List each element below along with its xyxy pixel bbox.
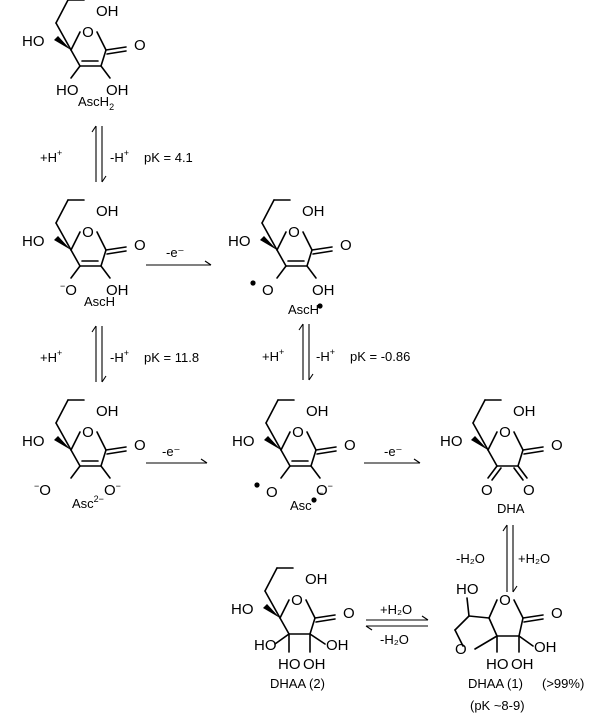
radical-dot	[250, 280, 256, 286]
c3-oxygen: O	[266, 484, 278, 501]
ring-oxygen: O	[288, 224, 300, 241]
add-proton-label-1: +H+	[40, 148, 62, 165]
electron-loss-label-1: -e⁻	[166, 245, 184, 260]
side-chain-ho: HO	[22, 433, 45, 450]
asc-dianion-structure: O O OH HO −O O− Asc2−	[22, 399, 146, 511]
ring-oxygen: O	[82, 224, 94, 241]
carbonyl-oxygen: O	[343, 605, 355, 622]
ring-oxygen: O	[82, 24, 94, 41]
carbonyl-oxygen: O	[340, 237, 352, 254]
ring-oxygen: O	[292, 424, 304, 441]
c3-ho: HO	[56, 82, 79, 99]
side-chain-oh: OH	[96, 3, 119, 20]
pk-value-2: pK = 11.8	[144, 350, 199, 365]
side-chain-oh: OH	[513, 403, 536, 420]
c3-ho-bottom: HO	[278, 656, 301, 673]
side-chain-ho: HO	[22, 233, 45, 250]
side-chain-ho: HO	[228, 233, 251, 250]
dhaa1-label: DHAA (1)	[468, 676, 523, 691]
asch-radical-structure: O O OH HO O OH AscH	[228, 199, 352, 317]
side-chain-oh: OH	[306, 403, 329, 420]
ring-oxygen: O	[499, 424, 511, 441]
side-chain-ho: HO	[22, 33, 45, 50]
ring-oxygen: O	[82, 424, 94, 441]
radical-charge: −	[318, 488, 323, 498]
oxidation-arrow-2: -e⁻	[146, 444, 208, 464]
furanose-ho: HO	[456, 581, 479, 598]
asc-dianion-label: Asc2−	[72, 494, 104, 511]
asc-radical-label: Asc	[290, 498, 312, 513]
c2-oh: OH	[106, 282, 129, 299]
hydration-equilibrium-horizontal: +H₂O -H₂O	[365, 602, 429, 647]
carbonyl-oxygen: O	[551, 605, 563, 622]
c3-oxide: −O	[60, 281, 77, 299]
side-chain-oh: OH	[305, 571, 328, 588]
side-chain-oh: OH	[302, 203, 325, 220]
dhaa1-structure: O O HO O HO OH OH DHAA (1) (>99%) (pK ~8…	[454, 581, 584, 713]
dhaa1-pk-note: (pK ~8-9)	[470, 698, 525, 713]
c3-ho-left: HO	[254, 637, 277, 654]
c2-oh: OH	[312, 282, 335, 299]
carbonyl-oxygen: O	[134, 437, 146, 454]
asc-radical-structure: O O OH HO O O− Asc −	[232, 399, 356, 513]
bridgehead-ho: HO	[486, 656, 509, 673]
asch-anion-structure: O O OH HO −O OH AscH	[22, 199, 146, 309]
electron-loss-label-3: -e⁻	[384, 444, 402, 459]
carbonyl-oxygen: O	[134, 37, 146, 54]
oxidation-arrow-3: -e⁻	[364, 444, 421, 464]
c3-carbonyl-oxygen: O	[481, 482, 493, 499]
asch2-structure: O O OH HO HO OH AscH2	[22, 0, 146, 112]
hydration-equilibrium-vertical: -H₂O +H₂O	[456, 524, 550, 593]
carbonyl-oxygen: O	[551, 437, 563, 454]
radical-dot	[317, 303, 323, 309]
dhaa1-abundance: (>99%)	[542, 676, 584, 691]
side-chain-ho: HO	[231, 601, 254, 618]
c2-oh-bottom: OH	[511, 656, 534, 673]
c3-oxide: −O	[34, 481, 51, 499]
c3-oxygen: O	[262, 282, 274, 299]
c2-oxide: O−	[316, 481, 333, 499]
oxidation-arrow-1: -e⁻	[146, 245, 212, 266]
c2-carbonyl-oxygen: O	[523, 482, 535, 499]
furanose-oxygen: O	[455, 641, 467, 658]
dha-structure: O O OH HO O O DHA	[440, 399, 563, 516]
dha-label: DHA	[497, 501, 525, 516]
c2-oh-bottom: OH	[303, 656, 326, 673]
add-proton-label-3: +H+	[262, 347, 284, 364]
asch2-label: AscH2	[78, 94, 114, 112]
side-chain-oh: OH	[96, 203, 119, 220]
carbonyl-oxygen: O	[134, 237, 146, 254]
pk-value-3: pK = -0.86	[350, 349, 410, 364]
c2-oh: OH	[106, 82, 129, 99]
electron-loss-label-2: -e⁻	[162, 444, 180, 459]
add-proton-label-2: +H+	[40, 348, 62, 365]
water-gain-label-horizontal: +H₂O	[380, 602, 412, 617]
remove-proton-label-2: -H+	[110, 348, 129, 365]
remove-proton-label-3: -H+	[316, 347, 335, 364]
pk-value-1: pK = 4.1	[144, 150, 193, 165]
protonation-equilibrium-3: +H+ -H+ pK = -0.86	[262, 323, 410, 381]
side-chain-ho: HO	[440, 433, 463, 450]
side-chain-oh: OH	[96, 403, 119, 420]
dhaa2-structure: O O OH HO HO HO OH OH DHAA (2)	[231, 567, 355, 691]
c2-oxide: O−	[104, 481, 121, 499]
water-gain-label-vertical: +H₂O	[518, 551, 550, 566]
water-loss-label-vertical: -H₂O	[456, 551, 485, 566]
radical-dot	[254, 482, 260, 488]
asch-radical-label: AscH	[288, 302, 319, 317]
ring-oxygen: O	[291, 592, 303, 609]
c2-oh-right: OH	[326, 637, 349, 654]
c2-oh-right: OH	[534, 639, 557, 656]
radical-dot	[311, 497, 317, 503]
ring-oxygen: O	[499, 592, 511, 609]
protonation-equilibrium-1: +H+ -H+ pK = 4.1	[40, 125, 193, 183]
asch-anion-label: AscH	[84, 294, 115, 309]
remove-proton-label-1: -H+	[110, 148, 129, 165]
side-chain-ho: HO	[232, 433, 255, 450]
carbonyl-oxygen: O	[344, 437, 356, 454]
dhaa2-label: DHAA (2)	[270, 676, 325, 691]
water-loss-label-horizontal: -H₂O	[380, 632, 409, 647]
protonation-equilibrium-2: +H+ -H+ pK = 11.8	[40, 325, 199, 383]
